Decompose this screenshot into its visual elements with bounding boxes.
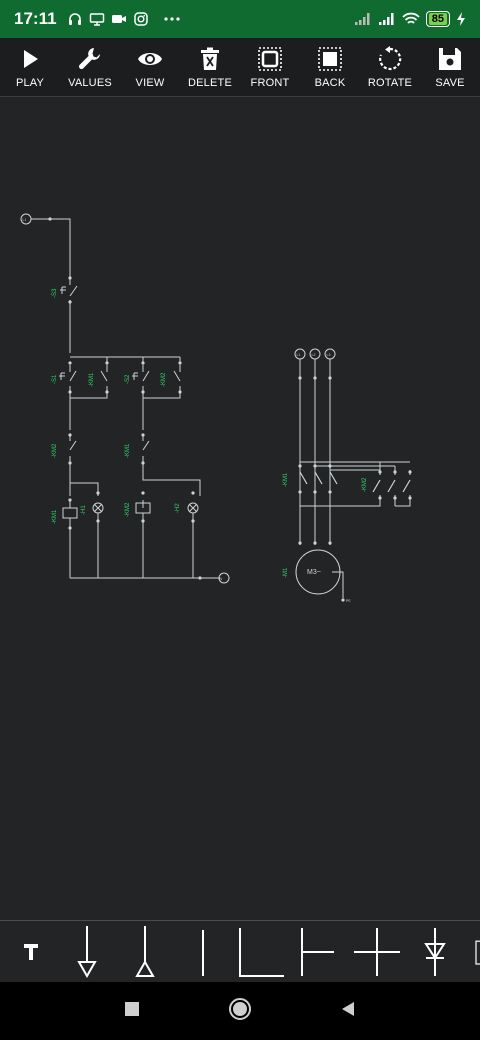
terminal-l3-label: L3 (327, 353, 331, 357)
terminal-pe-label: PE (346, 599, 351, 603)
schematic-diagram[interactable]: L1 N L1 L2 L3 PE M3~ -S3 -S1 -KM1 -S2 -K… (0, 96, 480, 920)
back-icon (342, 1001, 354, 1016)
component-label-km2-main: -KM2 (362, 477, 368, 492)
component-label-km1-main: -KM1 (283, 472, 289, 487)
video-icon (111, 11, 127, 27)
rotate-label: ROTATE (367, 77, 413, 89)
signal-icon (378, 12, 396, 26)
values-label: VALUES (68, 77, 112, 89)
diode-icon (424, 928, 446, 976)
back-nav-button[interactable] (340, 1001, 356, 1022)
component-label-h2: -H2 (175, 503, 181, 513)
values-button[interactable]: VALUES (60, 38, 120, 96)
play-label: PLAY (15, 77, 45, 89)
home-icon (229, 997, 251, 1020)
wire-tee-icon (301, 928, 334, 976)
save-button[interactable]: SAVE (420, 38, 480, 96)
motor-symbol-label: M3~ (307, 569, 321, 576)
component-label-h1: -H1 (81, 505, 87, 515)
eye-icon (138, 53, 162, 65)
wire-cross-icon (354, 928, 400, 976)
more-icon (163, 11, 181, 27)
terminal-l1-power-label: L1 (297, 353, 301, 357)
front-button[interactable]: FRONT (240, 38, 300, 96)
signal-icon (354, 12, 372, 26)
view-button[interactable]: VIEW (120, 38, 180, 96)
save-icon (439, 48, 461, 70)
screen-icon (89, 11, 105, 27)
view-label: VIEW (135, 77, 165, 89)
recents-button[interactable] (124, 1001, 140, 1022)
instagram-icon (133, 11, 149, 27)
component-label-s2: -S2 (125, 374, 131, 384)
play-button[interactable]: PLAY (0, 38, 60, 96)
component-label-km2-coil: -KM2 (125, 502, 131, 517)
rotate-button[interactable]: ROTATE (360, 38, 420, 96)
component-label-s1: -S1 (52, 374, 58, 384)
palette-diode[interactable] (406, 921, 464, 983)
palette-text-tool[interactable] (0, 921, 58, 983)
ground-up-icon (135, 926, 155, 977)
component-label-m1: -M1 (283, 567, 289, 578)
component-partial-icon (475, 940, 480, 965)
wrench-icon (79, 48, 100, 69)
headset-icon (67, 11, 83, 27)
palette-wire-tee[interactable] (290, 921, 348, 983)
component-palette (0, 920, 480, 983)
component-label-km2-interlock: -KM2 (52, 443, 58, 458)
palette-wire-corner[interactable] (232, 921, 290, 983)
send-back-icon (318, 47, 342, 71)
back-button[interactable]: BACK (300, 38, 360, 96)
wire-corner-icon (239, 928, 284, 977)
bring-front-icon (258, 47, 282, 71)
home-button[interactable] (228, 997, 252, 1026)
system-nav-bar (0, 982, 480, 1040)
charging-icon (456, 12, 466, 26)
palette-ground-down[interactable] (58, 921, 116, 983)
wifi-icon (402, 12, 420, 26)
terminal-l2-label: L2 (312, 353, 316, 357)
rotate-icon (379, 46, 402, 71)
palette-wire-cross[interactable] (348, 921, 406, 983)
component-label-s3: -S3 (52, 288, 58, 298)
save-label: SAVE (435, 77, 465, 89)
component-label-km1-aux: -KM1 (89, 372, 95, 387)
ground-down-icon (77, 926, 97, 979)
component-label-km1-coil: -KM1 (52, 509, 58, 524)
text-tool-icon (24, 944, 38, 960)
palette-component-partial[interactable] (464, 921, 480, 983)
battery-level: 85 (428, 13, 447, 25)
trash-icon (201, 47, 219, 70)
play-icon (24, 50, 38, 68)
terminal-n-label: N (220, 577, 223, 581)
schematic-canvas[interactable]: L1 N L1 L2 L3 PE M3~ -S3 -S1 -KM1 -S2 -K… (0, 96, 480, 920)
palette-ground-up[interactable] (116, 921, 174, 983)
front-label: FRONT (250, 77, 290, 89)
status-bar: 17:11 85 (0, 0, 480, 38)
component-label-km1-interlock: -KM1 (125, 443, 131, 458)
wire-vertical-icon (202, 930, 204, 976)
component-label-km2-aux: -KM2 (161, 372, 167, 387)
terminal-l1-label: L1 (23, 218, 27, 222)
back-label: BACK (314, 77, 346, 89)
delete-button[interactable]: DELETE (180, 38, 240, 96)
delete-label: DELETE (188, 77, 232, 89)
recents-icon (125, 1001, 139, 1016)
status-time: 17:11 (14, 9, 57, 28)
battery-icon: 85 (425, 11, 450, 27)
toolbar: PLAY VALUES VIEW DELETE FRONT BACK ROTAT… (0, 38, 480, 97)
palette-wire-vertical[interactable] (174, 921, 232, 983)
